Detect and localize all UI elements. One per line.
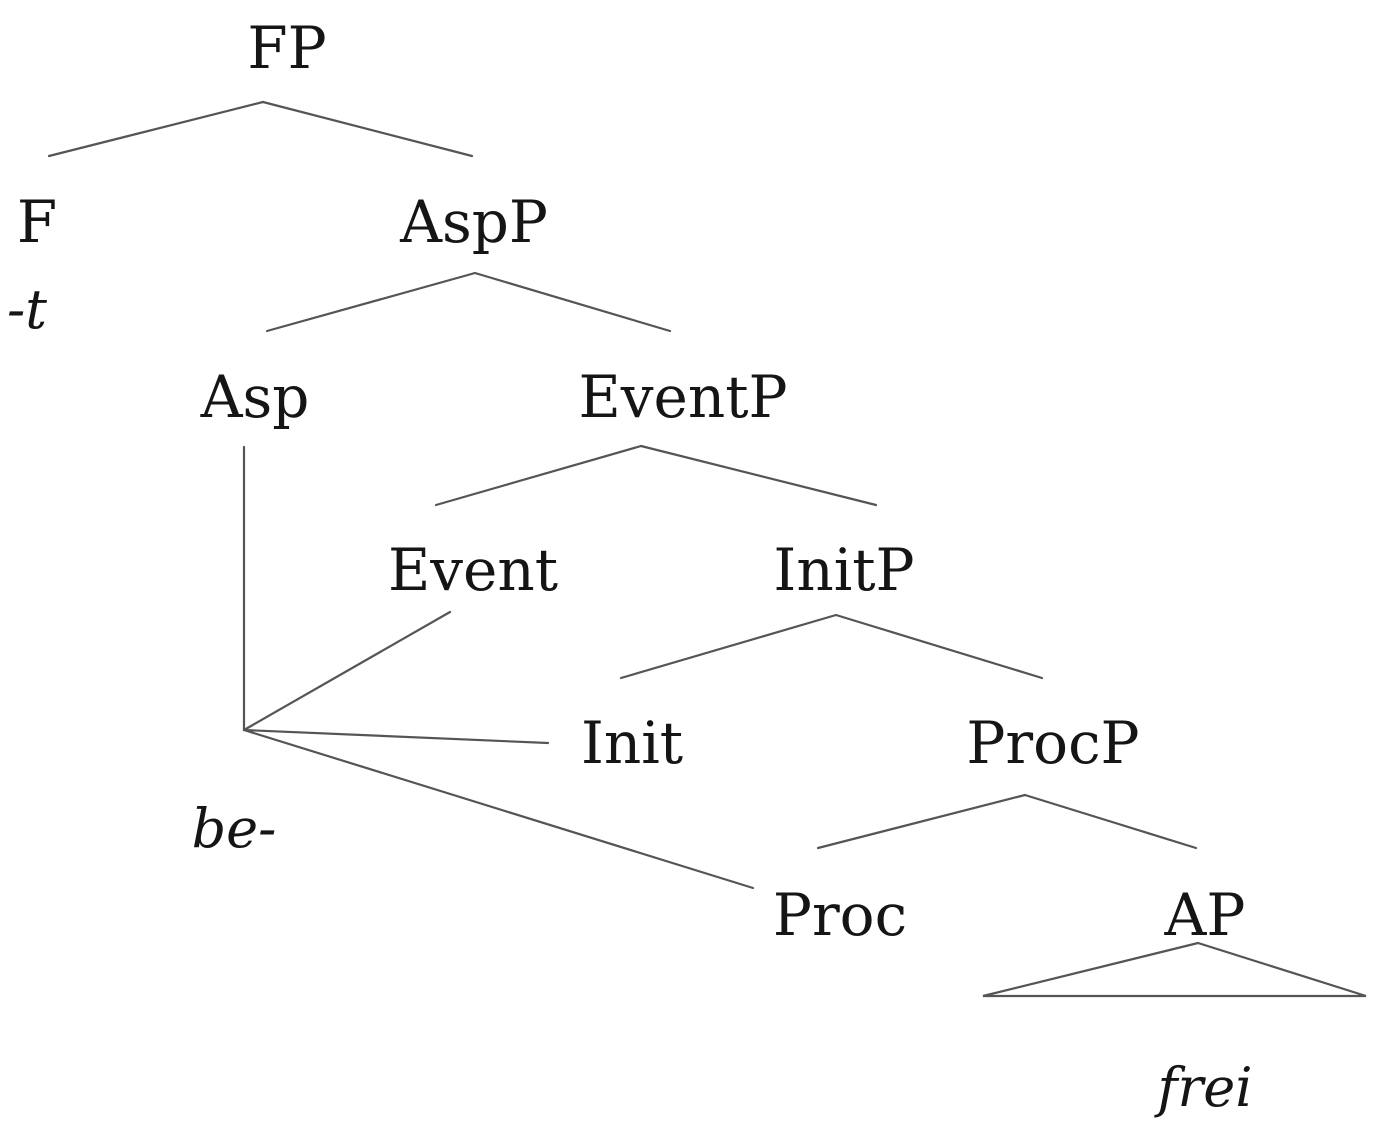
edge-junction-init <box>242 728 550 745</box>
node-ap: AP <box>1164 881 1246 949</box>
node-init: Init <box>581 709 683 777</box>
edge-aspp-asp <box>265 271 477 333</box>
edge-fp-f <box>47 100 265 158</box>
node-proc: Proc <box>773 881 907 949</box>
edge-junction-event <box>242 610 452 732</box>
morpheme-adjective: frei <box>1153 1056 1252 1119</box>
node-event: Event <box>388 536 558 604</box>
edge-procp-ap <box>1023 793 1198 850</box>
node-procp: ProcP <box>966 709 1139 777</box>
edge-procp-proc <box>816 793 1027 850</box>
edge-junction-proc <box>242 728 755 890</box>
morpheme-f-exponent: -t <box>7 278 47 341</box>
edge-fp-aspp <box>261 100 474 158</box>
edge-initp-init <box>619 613 838 680</box>
node-asp: Asp <box>200 363 310 431</box>
node-eventp: EventP <box>578 363 787 431</box>
edge-eventp-event <box>434 444 643 507</box>
ap-triangle <box>982 941 1367 998</box>
edge-aspp-eventp <box>473 271 672 333</box>
edge-eventp-initp <box>639 444 878 507</box>
node-f: F <box>17 188 57 256</box>
node-initp: InitP <box>773 536 914 604</box>
node-fp: FP <box>247 14 326 82</box>
node-aspp: AspP <box>399 188 548 256</box>
morpheme-prefix: be- <box>192 797 277 860</box>
edge-initp-procp <box>834 613 1044 680</box>
